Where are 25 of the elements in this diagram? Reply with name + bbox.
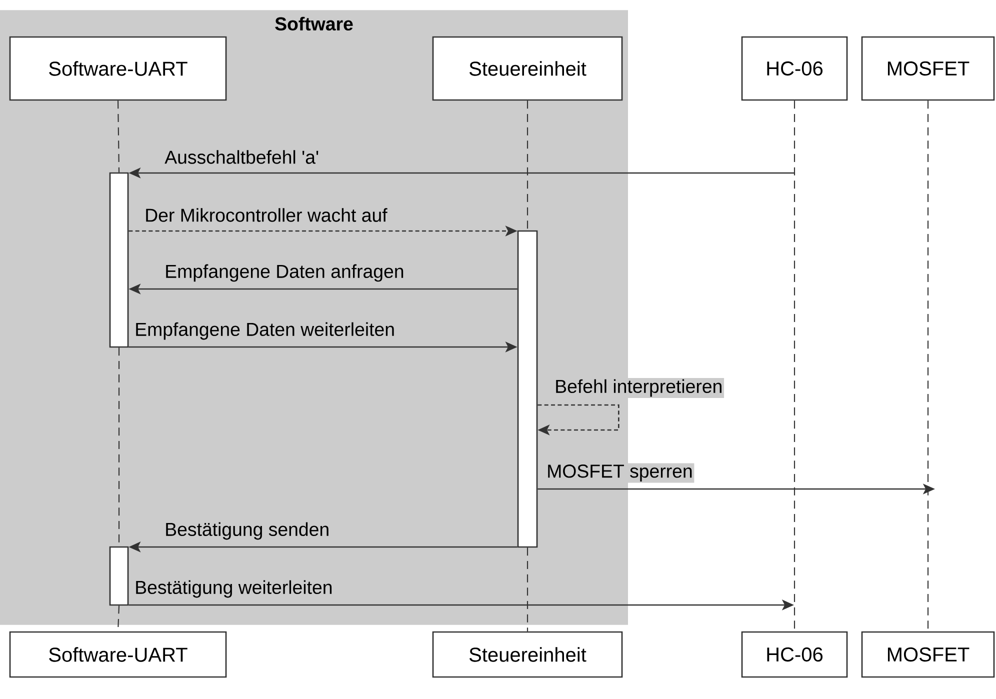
participant-box: MOSFET [861, 36, 995, 101]
participant-box: Software-UART [9, 36, 227, 101]
participant-box: Software-UART [9, 631, 227, 678]
message-label: Ausschaltbefehl 'a' [164, 150, 318, 164]
activation-bar [517, 230, 538, 548]
participant-box: MOSFET [861, 631, 995, 678]
message-label: Bestätigung senden [166, 522, 328, 540]
lifeline [927, 100, 929, 632]
message-label: Empfangene Daten anfragen [166, 264, 404, 282]
participant-box: Steuereinheit [432, 36, 623, 101]
self-message-arrow [538, 404, 620, 436]
lifeline [526, 548, 528, 632]
message-label: MOSFET sperren [548, 464, 692, 482]
message-label: Empfangene Daten weiterleiten [136, 322, 394, 340]
participant-box: HC-06 [741, 631, 848, 678]
lifeline [117, 100, 120, 172]
participant-box: HC-06 [741, 36, 848, 101]
message-label: Befehl interpretieren [556, 379, 722, 397]
activation-bar [109, 546, 129, 606]
message-label: Der Mikrocontroller wacht auf [146, 208, 388, 222]
lifeline [526, 100, 528, 230]
lifeline [794, 100, 796, 632]
message-label: Bestätigung weiterleiten [136, 580, 332, 598]
participant-box: Steuereinheit [432, 631, 623, 678]
activation-bar [109, 172, 129, 348]
